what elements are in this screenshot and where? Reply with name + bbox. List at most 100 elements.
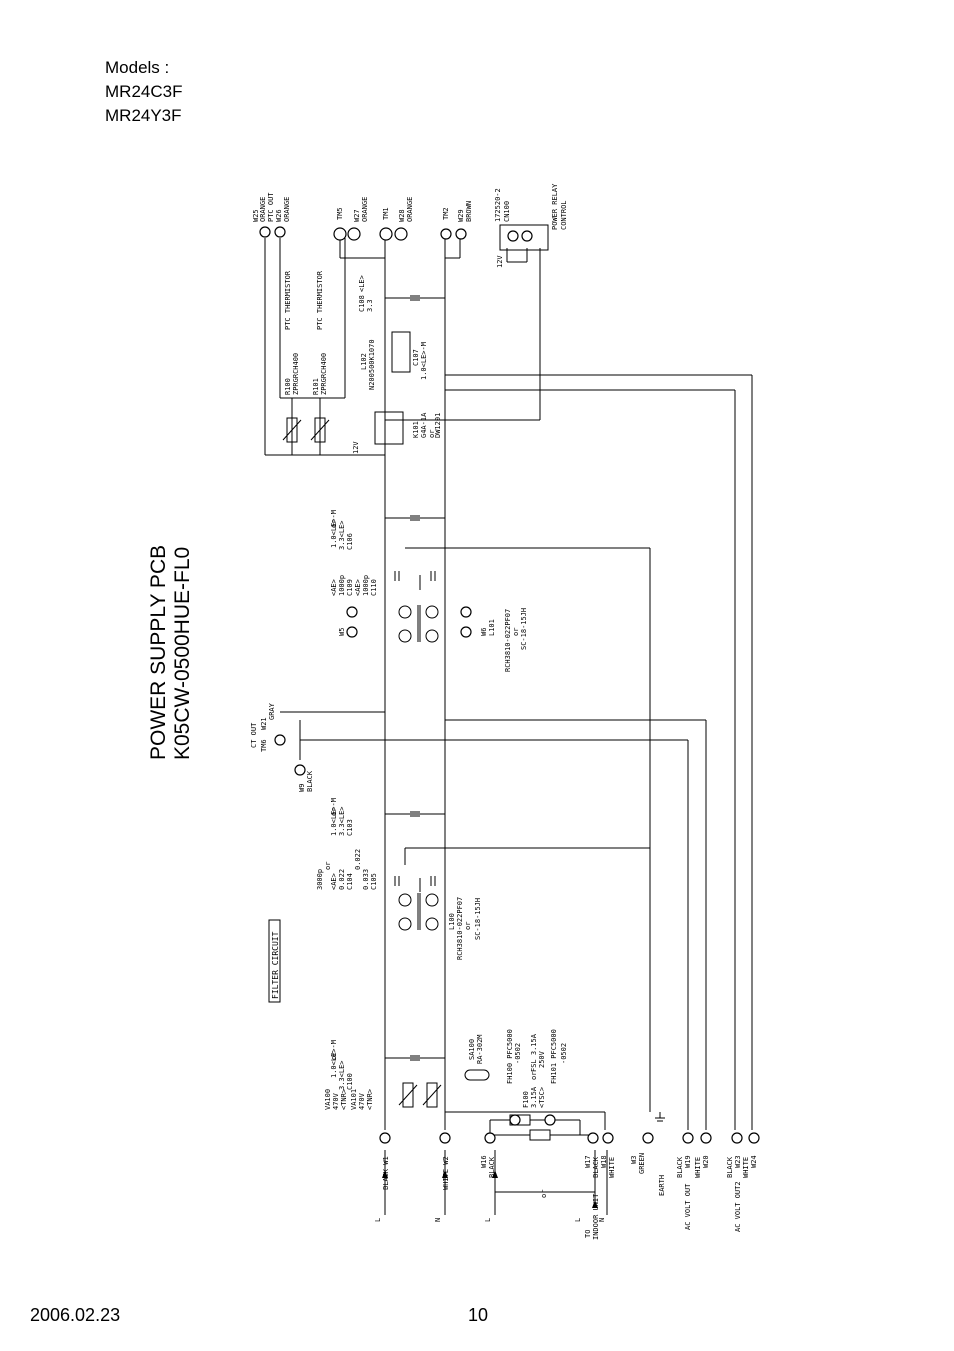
svg-text:W29: W29 — [457, 209, 465, 222]
component-labels: R100 ZPRGRCH400 PTC THERMISTOR R101 ZPRG… — [250, 270, 568, 1110]
svg-text:PTC THERMISTOR: PTC THERMISTOR — [316, 270, 324, 330]
svg-text:12V: 12V — [496, 255, 504, 268]
svg-text:INDOOR UNIT: INDOOR UNIT — [592, 1193, 600, 1240]
svg-text:470V: 470V — [358, 1092, 366, 1110]
svg-text:or: or — [330, 808, 338, 816]
pcb-title-line1: POWER SUPPLY PCB — [147, 545, 170, 760]
models-heading: Models : — [105, 58, 170, 77]
svg-text:SA100: SA100 — [468, 1039, 476, 1060]
svg-text:0.022: 0.022 — [338, 869, 346, 890]
svg-text:AC VOLT OUT2: AC VOLT OUT2 — [734, 1181, 742, 1232]
svg-text:ORANGE: ORANGE — [361, 197, 369, 222]
svg-text:CONTROL: CONTROL — [560, 200, 568, 230]
svg-text:POWER RELAY: POWER RELAY — [551, 183, 559, 230]
svg-text:CT OUT: CT OUT — [250, 722, 258, 748]
svg-text:C107: C107 — [412, 349, 420, 366]
svg-text:-0502: -0502 — [514, 1043, 522, 1064]
terminal-w6-a — [460, 606, 472, 618]
terminal-tm5 — [333, 227, 347, 241]
svg-text:WHITE: WHITE — [694, 1157, 702, 1178]
terminal-tm2 — [440, 228, 452, 240]
svg-text:RCH3810-022PF07: RCH3810-022PF07 — [456, 897, 464, 960]
svg-text:ORANGE: ORANGE — [283, 197, 291, 222]
svg-text:W27: W27 — [353, 209, 361, 222]
page-number: 10 — [468, 1305, 489, 1325]
svg-text:FILTER CIRCUIT: FILTER CIRCUIT — [271, 931, 280, 999]
svg-text:W26: W26 — [275, 209, 283, 222]
pcb-title-line2: K05CW-0500HUE-FL0 — [171, 547, 194, 760]
terminal-w24 — [748, 1132, 760, 1144]
terminal-w23 — [731, 1132, 743, 1144]
svg-text:or: or — [330, 520, 338, 528]
svg-text:C105: C105 — [370, 873, 378, 890]
svg-text:R100: R100 — [284, 378, 292, 395]
svg-text:WHITE: WHITE — [742, 1157, 750, 1178]
svg-text:GRAY: GRAY — [268, 702, 276, 720]
terminal-tm6 — [274, 734, 286, 746]
svg-text:TM5: TM5 — [336, 207, 344, 220]
svg-text:AC VOLT OUT: AC VOLT OUT — [684, 1183, 692, 1230]
svg-text:W21: W21 — [260, 717, 268, 730]
svg-text:K101: K101 — [412, 421, 420, 438]
svg-text:WHITE: WHITE — [608, 1157, 616, 1178]
svg-text:TO: TO — [584, 1230, 592, 1238]
terminals — [259, 226, 760, 1144]
svg-text:or: or — [540, 1190, 548, 1198]
terminal-w25 — [259, 226, 271, 238]
svg-text:C100: C100 — [346, 1073, 354, 1090]
svg-text:1000p: 1000p — [338, 575, 346, 596]
terminal-cn100-a — [507, 230, 519, 242]
svg-text:BLACK: BLACK — [726, 1156, 734, 1178]
svg-text:G4A-1A: G4A-1A — [420, 412, 428, 438]
svg-text:or: or — [330, 1052, 338, 1060]
svg-text:3.3<LE>: 3.3<LE> — [338, 806, 346, 836]
terminal-fh101 — [544, 1114, 556, 1126]
svg-text:<TNR>: <TNR> — [366, 1089, 374, 1110]
terminal-w2 — [439, 1132, 451, 1144]
svg-text:SC-18-15JH: SC-18-15JH — [474, 898, 482, 940]
svg-text:470V: 470V — [332, 1092, 340, 1110]
svg-text:FH101 PFC5000: FH101 PFC5000 — [550, 1029, 558, 1084]
svg-text:TM2: TM2 — [442, 207, 450, 220]
svg-text:W19: W19 — [684, 1155, 692, 1168]
svg-text:L: L — [484, 1218, 492, 1222]
svg-text:BLACK: BLACK — [306, 770, 314, 792]
footer-date: 2006.02.23 — [30, 1305, 121, 1325]
terminal-w28 — [394, 227, 408, 241]
svg-text:L: L — [374, 1218, 382, 1222]
svg-text:BLACK: BLACK — [488, 1156, 496, 1178]
svg-text:W23: W23 — [734, 1155, 742, 1168]
svg-text:L: L — [574, 1218, 582, 1222]
svg-text:C110: C110 — [370, 579, 378, 596]
svg-text:L101: L101 — [488, 619, 496, 636]
terminal-w20 — [700, 1132, 712, 1144]
svg-text:12V: 12V — [352, 441, 360, 454]
svg-text:ORANGE: ORANGE — [259, 197, 267, 222]
svg-text:W6: W6 — [480, 628, 488, 636]
component-symbols — [282, 224, 551, 1141]
svg-text:BROWN: BROWN — [465, 201, 473, 222]
svg-text:3000p: 3000p — [316, 869, 324, 890]
terminal-w19 — [682, 1132, 694, 1144]
svg-text:GREEN: GREEN — [638, 1153, 646, 1174]
svg-text:ZPRGRCH400: ZPRGRCH400 — [320, 353, 328, 395]
svg-text:BLACK: BLACK — [676, 1156, 684, 1178]
svg-text:RA-302M: RA-302M — [476, 1034, 484, 1064]
terminal-w16 — [484, 1132, 496, 1144]
terminal-cn100-b — [521, 230, 533, 242]
svg-text:C103: C103 — [346, 819, 354, 836]
svg-text:0.022: 0.022 — [354, 849, 362, 870]
svg-text:F100: F100 — [522, 1091, 530, 1108]
terminal-w26 — [274, 226, 286, 238]
terminal-w9 — [294, 764, 306, 776]
svg-text:or: or — [530, 1072, 538, 1080]
model-mr24c3f: MR24C3F — [105, 82, 183, 101]
top-wiring — [264, 238, 753, 1130]
svg-text:ORANGE: ORANGE — [406, 197, 414, 222]
svg-text:FSL 3.15A: FSL 3.15A — [530, 1033, 538, 1072]
svg-text:VA101: VA101 — [350, 1089, 358, 1110]
svg-text:250V: 250V — [538, 1050, 546, 1068]
svg-text:1.0<LE>-M: 1.0<LE>-M — [420, 342, 428, 380]
svg-text:1.0<LE>-M: 1.0<LE>-M — [330, 510, 338, 548]
terminal-w17 — [587, 1132, 599, 1144]
